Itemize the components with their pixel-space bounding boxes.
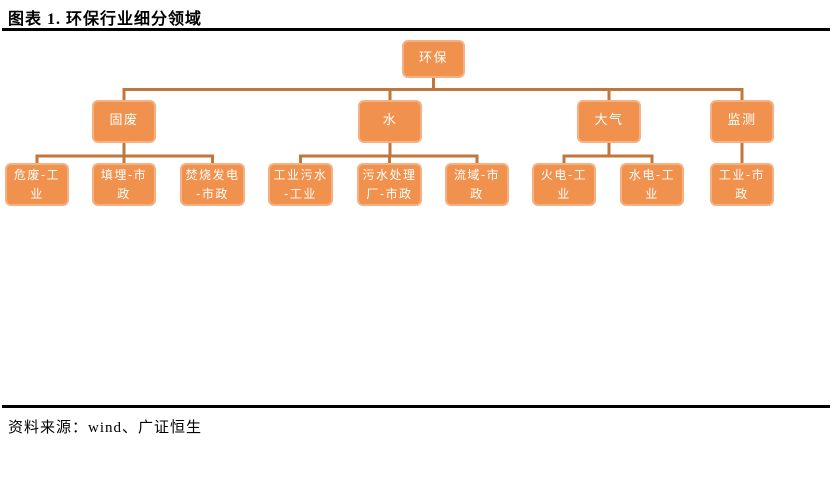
node-thermal-power-industrial: 火电-工 业 xyxy=(532,163,596,206)
node-air: 大气 xyxy=(577,100,641,143)
connector-air-branch xyxy=(562,143,654,163)
node-river-basin-municipal: 流域-市 政 xyxy=(445,163,509,206)
node-hydropower-industrial: 水电-工 业 xyxy=(620,163,684,206)
node-hazardous-waste-industrial: 危废-工 业 xyxy=(5,163,69,206)
footer-rule xyxy=(2,405,830,408)
node-industrial-wastewater-industrial: 工业污水 -工业 xyxy=(268,163,333,206)
node-sewage-treatment-plant-municipal: 污水处理 厂-市政 xyxy=(357,163,422,206)
source-text: wind、广证恒生 xyxy=(88,420,203,436)
node-solid-waste: 固废 xyxy=(92,100,156,143)
connector-water-branch xyxy=(299,143,479,163)
node-environment: 环保 xyxy=(402,40,465,78)
connector-root-rail xyxy=(122,78,744,100)
source-label: 资料来源： xyxy=(8,420,89,436)
node-industrial-municipal: 工业-市 政 xyxy=(710,163,774,206)
node-landfill-municipal: 填埋-市 政 xyxy=(92,163,156,206)
title-rule xyxy=(2,28,830,31)
source-line: 资料来源：wind、广证恒生 xyxy=(8,416,202,437)
connector-solid-waste-branch xyxy=(35,143,214,163)
node-incineration-power-municipal: 焚烧发电 -市政 xyxy=(180,163,245,206)
node-water: 水 xyxy=(358,100,422,143)
figure-title: 图表 1. 环保行业细分领域 xyxy=(8,11,203,28)
node-monitoring: 监测 xyxy=(710,100,774,143)
